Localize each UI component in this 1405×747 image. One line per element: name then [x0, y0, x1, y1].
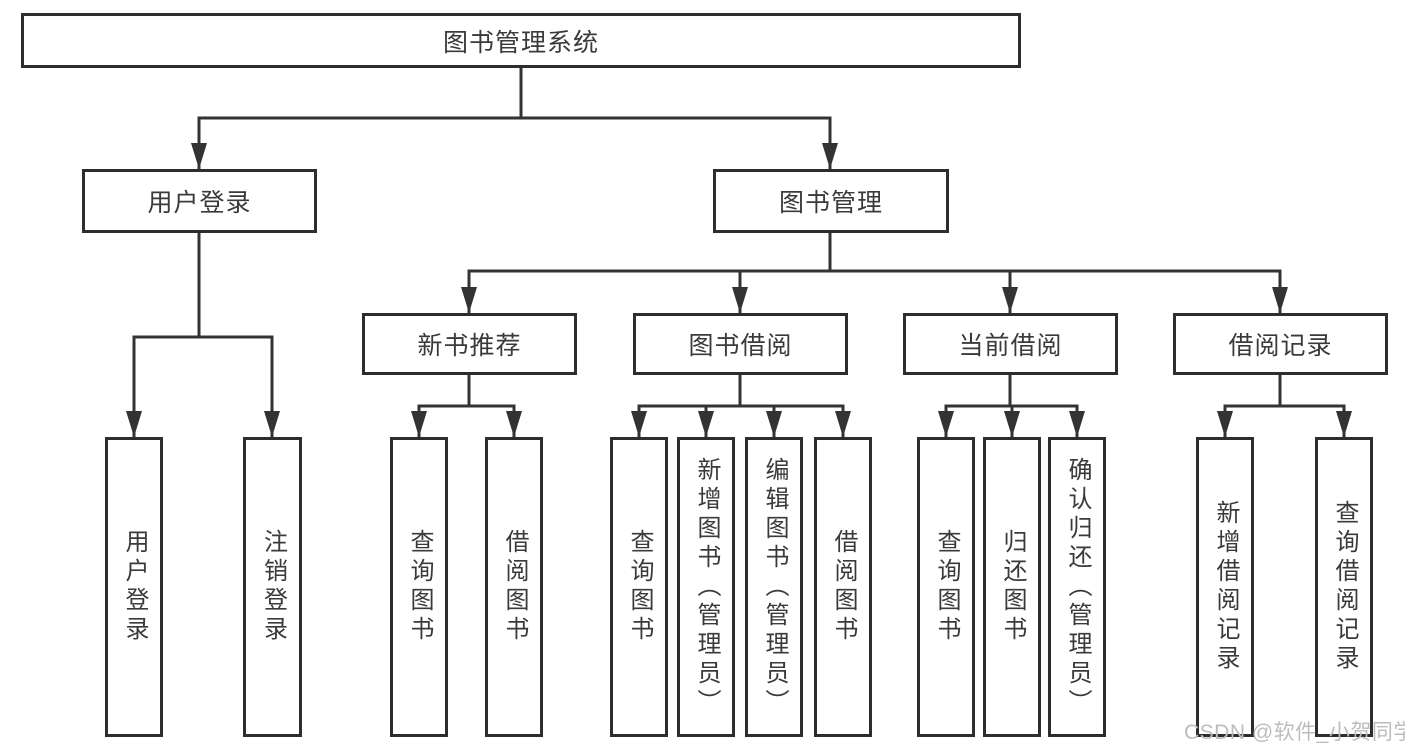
node-book-management-branch: 图书管理	[713, 169, 949, 233]
node-label: 借阅图书	[830, 529, 857, 645]
node-book-borrowing: 图书借阅	[633, 313, 848, 375]
node-label: 注销登录	[259, 529, 287, 645]
node-root-label: 图书管理系统	[442, 28, 599, 57]
node-leaf-add-book-admin: 新增图书（管理员）	[677, 437, 735, 737]
arrowhead-icon	[766, 411, 782, 437]
node-label: 归还图书	[999, 529, 1026, 645]
node-label: 借阅记录	[1228, 332, 1333, 360]
arrowhead-icon	[835, 411, 851, 437]
node-leaf-confirm-return-admin: 确认归还（管理员）	[1048, 437, 1106, 737]
arrowhead-icon	[264, 411, 280, 437]
arrowhead-icon	[822, 143, 838, 169]
node-leaf-return-book: 归还图书	[983, 437, 1041, 737]
arrowhead-icon	[1217, 411, 1233, 437]
arrowhead-icon	[126, 411, 142, 437]
arrowheads	[126, 143, 1352, 437]
arrowhead-icon	[1336, 411, 1352, 437]
arrowhead-icon	[1002, 287, 1018, 313]
arrowhead-icon	[1272, 287, 1288, 313]
node-label: 图书管理	[778, 189, 883, 217]
node-leaf-borrow-books-borrow: 借阅图书	[814, 437, 872, 737]
node-leaf-borrow-books-recommend: 借阅图书	[485, 437, 543, 737]
node-label: 确认归还（管理员）	[1064, 456, 1091, 718]
arrowhead-icon	[938, 411, 954, 437]
node-label: 新书推荐	[417, 332, 522, 360]
node-leaf-user-login: 用户登录	[105, 437, 163, 737]
node-label: 查询图书	[933, 529, 960, 645]
node-label: 用户登录	[147, 189, 252, 217]
arrowhead-icon	[411, 411, 427, 437]
connector-path	[132, 66, 1346, 439]
node-label: 用户登录	[121, 529, 148, 645]
arrowhead-icon	[1069, 411, 1085, 437]
node-label: 查询借阅记录	[1331, 500, 1358, 674]
arrowhead-icon	[698, 411, 714, 437]
node-leaf-query-books-recommend: 查询图书	[390, 437, 448, 737]
watermark: CSDN @软件_小贺同学	[1184, 721, 1405, 744]
node-leaf-query-borrow-record: 查询借阅记录	[1315, 437, 1373, 737]
arrowhead-icon	[1004, 411, 1020, 437]
arrowhead-icon	[732, 287, 748, 313]
node-leaf-query-books-current: 查询图书	[917, 437, 975, 737]
node-leaf-edit-book-admin: 编辑图书（管理员）	[745, 437, 803, 737]
node-label: 当前借阅	[958, 332, 1063, 360]
node-label: 编辑图书（管理员）	[761, 456, 788, 718]
node-leaf-logout: 注销登录	[243, 437, 302, 737]
node-label: 图书借阅	[688, 332, 793, 360]
arrowhead-icon	[461, 287, 477, 313]
node-leaf-add-borrow-record: 新增借阅记录	[1196, 437, 1254, 737]
node-label: 查询图书	[626, 529, 653, 645]
arrowhead-icon	[506, 411, 522, 437]
node-new-book-recommend: 新书推荐	[362, 313, 577, 375]
node-current-borrowing: 当前借阅	[903, 313, 1118, 375]
arrowhead-icon	[191, 143, 207, 169]
node-borrowing-records: 借阅记录	[1173, 313, 1388, 375]
node-label: 查询图书	[406, 529, 433, 645]
node-user-login-branch: 用户登录	[82, 169, 317, 233]
node-label: 借阅图书	[501, 529, 528, 645]
arrowhead-icon	[631, 411, 647, 437]
node-leaf-query-books-borrow: 查询图书	[610, 437, 668, 737]
node-label: 新增借阅记录	[1212, 500, 1239, 674]
node-label: 新增图书（管理员）	[693, 456, 720, 718]
node-root: 图书管理系统	[21, 13, 1021, 68]
